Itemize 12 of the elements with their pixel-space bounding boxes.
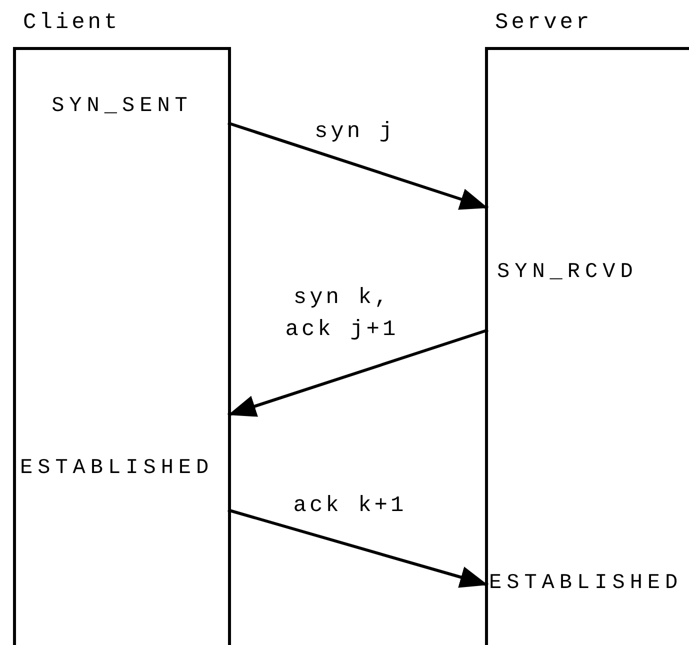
state-label: ESTABLISHED: [20, 457, 214, 480]
lifeline-heading: Server: [495, 10, 592, 35]
message-arrow: [228, 122, 488, 210]
message-arrow: [228, 328, 488, 417]
edge-label: syn j: [313, 118, 396, 146]
lifeline-heading: Client: [23, 10, 120, 35]
state-label: SYN_RCVD: [497, 261, 638, 284]
state-label: ESTABLISHED: [489, 572, 683, 595]
state-label: SYN_SENT: [52, 95, 192, 118]
message-arrow: [228, 508, 488, 588]
edge-label: syn k, ack j+1: [284, 284, 400, 344]
edge-label: ack k+1: [292, 492, 408, 520]
